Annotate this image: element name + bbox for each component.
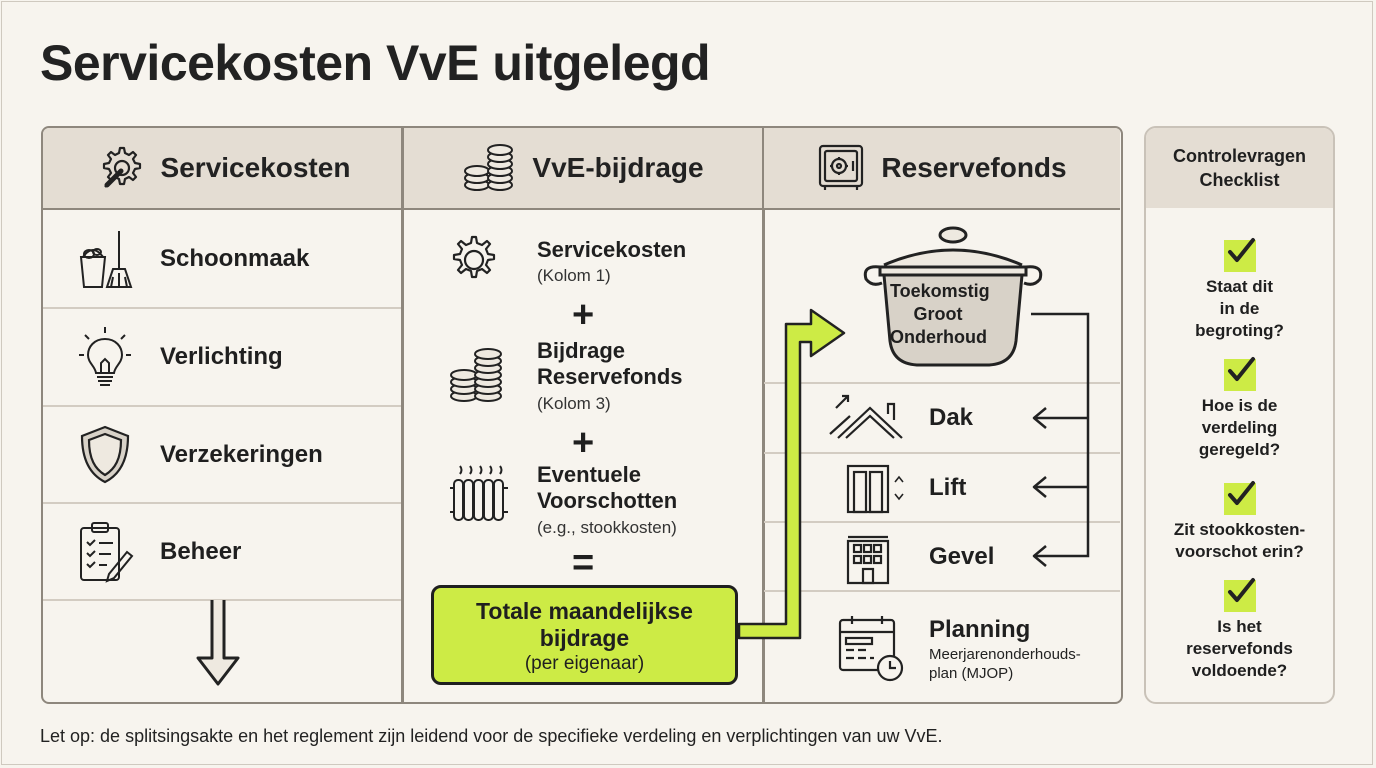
question-line: voorschot erin? <box>1175 542 1304 561</box>
column-header-label: VvE-bijdrage <box>532 152 704 183</box>
gear-wrench-icon <box>102 146 141 188</box>
formula-title: Servicekosten <box>537 237 687 262</box>
column-divider <box>401 128 404 702</box>
total-line2: bijdrage <box>539 625 630 651</box>
checklist-question: Is het reservefonds voldoende? <box>1146 616 1333 682</box>
checklist-item: Hoe is de verdeling geregeld? <box>1146 357 1333 461</box>
planning-sub-line1: Meerjarenonderhouds- <box>929 646 1081 663</box>
checklist-question: Hoe is de verdeling geregeld? <box>1146 395 1333 461</box>
list-item-gevel: Gevel <box>764 521 1120 591</box>
checklist-item: Zit stookkosten- voorschot erin? <box>1146 481 1333 563</box>
shield-icon <box>73 423 137 487</box>
gear-icon <box>452 235 496 279</box>
formula-sub: (Kolom 1) <box>537 266 611 285</box>
column-servicekosten: Servicekosten Schoonmaak Verlichting Ver… <box>43 128 402 702</box>
check-icon <box>1223 357 1256 391</box>
list-item-label: Verzekeringen <box>160 440 323 468</box>
formula-sub: (Kolom 3) <box>537 394 611 413</box>
cooking-pot-icon <box>863 226 1043 367</box>
pot-label-line: Onderhoud <box>890 327 987 347</box>
roof-icon <box>829 394 903 439</box>
question-line: in de <box>1219 299 1260 318</box>
page-title: Servicekosten VvE uitgelegd <box>40 35 711 91</box>
plus-sign: + <box>572 294 595 336</box>
checklist-header-line2: Checklist <box>1199 170 1280 190</box>
list-item-verzekeringen: Verzekeringen <box>43 407 402 504</box>
planning-label: Planning <box>929 616 1031 643</box>
planning-sub-line2: plan (MJOP) <box>929 665 1014 682</box>
list-item-label: Dak <box>929 404 974 431</box>
question-line: Staat dit <box>1205 277 1274 296</box>
check-icon <box>1223 578 1256 612</box>
column-divider <box>1122 128 1123 702</box>
checklist-panel: Controlevragen Checklist Staat dit in de… <box>1144 126 1335 704</box>
footnote: Let op: de splitsingsakte en het regleme… <box>40 726 943 746</box>
list-item-verlichting: Verlichting <box>43 309 402 407</box>
coin-stack-icon <box>464 144 514 191</box>
column-reservefonds: Reservefonds Toekomstig Groot Onderhoud … <box>764 128 1120 702</box>
formula-title-line1: Bijdrage <box>537 338 626 363</box>
checklist-item: Staat dit in de begroting? <box>1146 238 1333 342</box>
column-divider <box>762 128 765 702</box>
formula-title-line2: Reservefonds <box>537 364 683 389</box>
checklist-header-line1: Controlevragen <box>1172 146 1307 166</box>
flow-arrow <box>737 308 846 640</box>
lightbulb-icon <box>73 325 137 389</box>
list-item-label: Verlichting <box>160 343 283 370</box>
list-item-label: Beheer <box>160 537 242 565</box>
pot-label-line: Toekomstig <box>890 281 990 301</box>
list-item-label: Gevel <box>929 543 995 570</box>
distribution-arrows <box>1031 312 1090 567</box>
formula-sub: (e.g., stookkosten) <box>537 518 677 537</box>
question-line: geregeld? <box>1198 440 1281 459</box>
list-item-label: Lift <box>929 474 967 501</box>
column-header-vve-bijdrage: VvE-bijdrage <box>404 128 762 210</box>
building-facade-icon <box>846 535 890 585</box>
pot-label: Toekomstig Groot Onderhoud <box>890 280 990 349</box>
total-line1: Totale maandelijkse <box>476 598 693 624</box>
elevator-icon <box>846 464 904 514</box>
question-line: verdeling <box>1201 418 1278 437</box>
checklist-question: Zit stookkosten- voorschot erin? <box>1146 519 1333 563</box>
coin-stack-icon <box>450 348 502 402</box>
question-line: voldoende? <box>1191 661 1288 680</box>
equals-sign: = <box>572 542 595 584</box>
column-header-reservefonds: Reservefonds <box>764 128 1120 210</box>
total-sub: (per eigenaar) <box>524 653 645 674</box>
list-item-schoonmaak: Schoonmaak <box>43 211 402 309</box>
question-line: Is het <box>1217 617 1262 636</box>
radiator-icon <box>450 465 508 521</box>
clipboard-pen-icon <box>73 520 137 584</box>
column-header-servicekosten: Servicekosten <box>43 128 402 210</box>
question-line: Zit stookkosten- <box>1173 520 1306 539</box>
list-item-lift: Lift <box>764 452 1120 522</box>
list-item-dak: Dak <box>764 382 1120 453</box>
formula-title-line2: Voorschotten <box>537 488 678 513</box>
safe-icon <box>819 144 864 190</box>
question-line: reservefonds <box>1186 639 1293 658</box>
calendar-clock-icon <box>838 616 904 682</box>
pot-label-line: Groot <box>913 304 963 324</box>
list-item-label: Schoonmaak <box>160 245 310 272</box>
column-header-label: Reservefonds <box>881 152 1067 183</box>
list-item-planning: Planning Meerjarenonderhouds- plan (MJOP… <box>764 590 1120 702</box>
total-monthly-contribution: Totale maandelijkse bijdrage (per eigena… <box>431 585 738 685</box>
check-icon <box>1223 238 1256 272</box>
bucket-broom-icon <box>73 227 137 291</box>
formula-title-line1: Eventuele <box>537 462 641 487</box>
checklist-question: Staat dit in de begroting? <box>1146 276 1333 342</box>
column-vve-bijdrage: VvE-bijdrage Servicekosten (Kolom 1) + B… <box>404 128 762 702</box>
checklist-header: Controlevragen Checklist <box>1146 128 1333 208</box>
plus-sign: + <box>572 422 595 464</box>
question-line: begroting? <box>1195 321 1284 340</box>
question-line: Hoe is de <box>1201 396 1278 415</box>
main-table: Servicekosten Schoonmaak Verlichting Ver… <box>41 126 1123 704</box>
arrow-down-icon <box>196 600 240 686</box>
column-header-label: Servicekosten <box>160 152 351 183</box>
checklist-item: Is het reservefonds voldoende? <box>1146 578 1333 682</box>
check-icon <box>1223 481 1256 515</box>
